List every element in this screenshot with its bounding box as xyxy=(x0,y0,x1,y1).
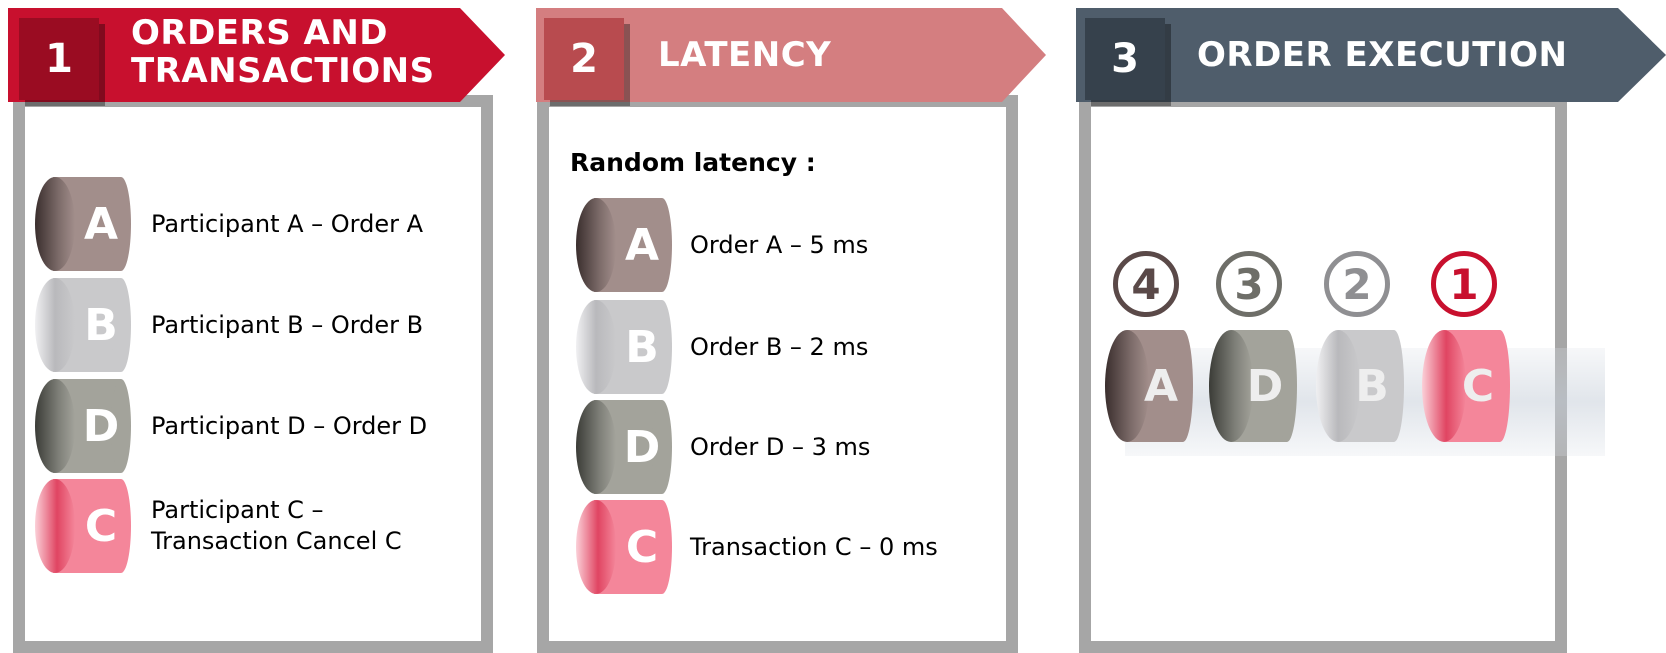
rank-2-badge: 2 xyxy=(1324,251,1390,317)
cylinder-c-icon: C xyxy=(574,498,672,596)
rank-1-badge: 1 xyxy=(1431,251,1497,317)
list-item-participant-b: B Participant B – Order B xyxy=(33,276,423,374)
item-label: Transaction C – 0 ms xyxy=(690,532,938,561)
list-item-transaction-c: C Transaction C – 0 ms xyxy=(574,498,938,596)
item-label: Order A – 5 ms xyxy=(690,230,869,259)
list-item-participant-a: A Participant A – Order A xyxy=(33,175,423,273)
step-number-badge: 2 xyxy=(544,18,624,100)
rank-4-badge: 4 xyxy=(1113,251,1179,317)
panel-orders-and-transactions: 1 ORDERS AND TRANSACTIONS A Participant … xyxy=(0,0,520,653)
cylinder-b-icon: B xyxy=(574,298,672,396)
step-number-badge: 3 xyxy=(1085,18,1165,100)
cylinder-d-icon: D xyxy=(33,377,131,475)
rank-3-badge: 3 xyxy=(1216,251,1282,317)
panel-title: ORDERS AND TRANSACTIONS xyxy=(131,13,435,91)
item-label-line2: Transaction Cancel C xyxy=(151,527,402,555)
queued-cylinder-b-icon: B xyxy=(1314,328,1404,444)
panel-title: LATENCY xyxy=(658,35,832,75)
queued-cylinder-c-icon: C xyxy=(1420,328,1510,444)
step-number-badge: 1 xyxy=(19,18,99,100)
cylinder-d-icon: D xyxy=(574,398,672,496)
panel-order-execution: 3 ORDER EXECUTION xyxy=(1073,0,1666,653)
list-item-participant-c: C Participant C – Transaction Cancel C xyxy=(33,477,402,575)
list-item-order-a: A Order A – 5 ms xyxy=(574,196,868,294)
cylinder-a-icon: A xyxy=(33,175,131,273)
item-label: Participant D – Order D xyxy=(151,411,428,440)
item-label: Order D – 3 ms xyxy=(690,432,871,461)
panel-latency: 2 LATENCY Random latency : A Order A – 5… xyxy=(534,0,1054,653)
panel-title: ORDER EXECUTION xyxy=(1197,35,1568,75)
banner-arrow xyxy=(8,8,505,102)
cylinder-b-icon: B xyxy=(33,276,131,374)
queued-cylinder-d-icon: D xyxy=(1207,328,1297,444)
list-item-order-b: B Order B – 2 ms xyxy=(574,298,868,396)
queued-cylinder-a-icon: A xyxy=(1103,328,1193,444)
subtitle: Random latency : xyxy=(570,148,816,177)
list-item-participant-d: D Participant D – Order D xyxy=(33,377,427,475)
list-item-order-d: D Order D – 3 ms xyxy=(574,398,870,496)
item-label: Participant B – Order B xyxy=(151,310,424,339)
cylinder-a-icon: A xyxy=(574,196,672,294)
item-label: Order B – 2 ms xyxy=(690,332,869,361)
banner-arrow xyxy=(536,8,1046,102)
item-label: Participant A – Order A xyxy=(151,209,424,238)
banner-arrow xyxy=(1076,8,1666,102)
item-label-line1: Participant C – xyxy=(151,496,324,524)
cylinder-c-icon: C xyxy=(33,477,131,575)
